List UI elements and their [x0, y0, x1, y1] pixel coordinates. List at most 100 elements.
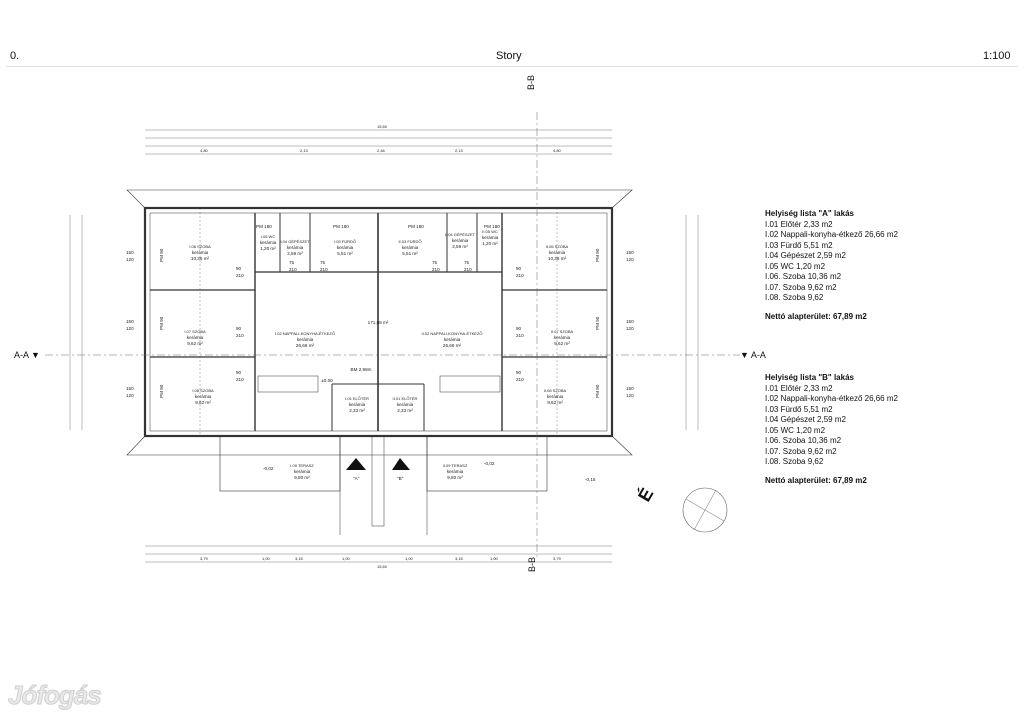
- room-list-b-title: Helyiség lista "B" lakás: [765, 373, 854, 382]
- svg-text:2,59 m²: 2,59 m²: [287, 251, 303, 256]
- door-label: 90: [236, 370, 242, 375]
- svg-text:9,62 m²: 9,62 m²: [547, 400, 563, 405]
- door-label: 210: [289, 267, 297, 272]
- room-list-row: I.02 Nappali-konyha-étkező 26,66 m2: [765, 230, 898, 239]
- room-list-a-title: Helyiség lista "A" lakás: [765, 209, 854, 218]
- dim-bottom-total: 15,60: [377, 564, 388, 569]
- room-list-b: Helyiség lista "B" lakás I.01 Előtér 2,3…: [765, 373, 898, 486]
- svg-text:2,33 m²: 2,33 m²: [397, 408, 413, 413]
- room-list-row: I.07. Szoba 9,62 m2: [765, 282, 837, 292]
- svg-text:kerámia: kerámia: [260, 240, 277, 245]
- door-label: 75: [320, 260, 326, 265]
- door-label: 75: [432, 260, 438, 265]
- dim-top-4: 2,13: [455, 148, 464, 153]
- dim-top-5: 4,80: [553, 148, 562, 153]
- svg-text:1,20 m²: 1,20 m²: [482, 241, 498, 246]
- svg-text:10,36 m²: 10,36 m²: [191, 256, 210, 261]
- window-label: 150: [126, 319, 134, 324]
- level-mark: -0,02: [484, 461, 495, 466]
- svg-text:kerámia: kerámia: [447, 469, 464, 474]
- svg-text:5,51 m²: 5,51 m²: [402, 251, 418, 256]
- svg-text:9,62 m²: 9,62 m²: [195, 400, 211, 405]
- svg-text:2,59 m²: 2,59 m²: [452, 244, 468, 249]
- svg-text:kerámia: kerámia: [192, 250, 209, 255]
- pm-label: PM 90: [595, 384, 600, 398]
- window-label: 150: [626, 250, 634, 255]
- window-label: 150: [626, 319, 634, 324]
- section-aa-right-label: A-A: [750, 350, 766, 360]
- window-label: 120: [126, 326, 134, 331]
- room-list-row: I.06. Szoba 10,36 m2: [765, 436, 842, 445]
- dim-bottom-6: 3,15: [455, 556, 464, 561]
- room-list-a: Helyiség lista "A" lakás I.01 Előtér 2,3…: [765, 209, 898, 322]
- svg-text:kerámia: kerámia: [287, 245, 304, 250]
- dim-top-2: 2,13: [300, 148, 309, 153]
- header-divider: [6, 66, 1018, 67]
- story-number: 0.: [10, 50, 20, 62]
- window-label: 120: [626, 257, 634, 262]
- svg-text:II.05 WC: II.05 WC: [482, 229, 498, 234]
- svg-text:kerámia: kerámia: [195, 394, 212, 399]
- svg-text:I.05 WC: I.05 WC: [261, 234, 276, 239]
- room-list-a-net: Nettó alapterület: 67,89 m2: [765, 311, 867, 321]
- level-mark: -0,15: [585, 477, 596, 482]
- svg-text:II.07 SZOBA: II.07 SZOBA: [551, 329, 574, 334]
- svg-text:10,36 m²: 10,36 m²: [548, 256, 567, 261]
- entry-a-label: "A": [353, 476, 360, 481]
- svg-text:9,80 m²: 9,80 m²: [447, 475, 463, 480]
- svg-text:II.09 TERASZ: II.09 TERASZ: [443, 463, 468, 468]
- section-bb-bottom: B-B: [527, 557, 537, 572]
- svg-text:26,66 m²: 26,66 m²: [443, 343, 462, 348]
- pm-label: PM 90: [159, 384, 164, 398]
- room-list-row: I.08. Szoba 9,62: [765, 293, 824, 302]
- svg-text:9,62 m²: 9,62 m²: [554, 341, 570, 346]
- story-title: Story: [496, 50, 522, 62]
- window-label: 120: [626, 393, 634, 398]
- svg-text:1,20 m²: 1,20 m²: [260, 246, 276, 251]
- room-list-row: I.03 Fürdő 5,51 m2: [765, 240, 833, 250]
- room-list-row: I.06. Szoba 10,36 m2: [765, 272, 842, 281]
- door-label: 90: [516, 326, 522, 331]
- svg-text:I.02 NAPPALI-KONYHA-ÉTKEZŐ: I.02 NAPPALI-KONYHA-ÉTKEZŐ: [275, 331, 335, 336]
- svg-text:kerámia: kerámia: [549, 250, 566, 255]
- north-label: É: [633, 484, 657, 505]
- svg-text:kerámia: kerámia: [297, 337, 314, 342]
- svg-text:I.04 GÉPÉSZET: I.04 GÉPÉSZET: [280, 239, 310, 244]
- svg-text:I.01 ELŐTÉR: I.01 ELŐTÉR: [345, 396, 369, 401]
- door-label: 210: [236, 273, 244, 278]
- door-label: 210: [516, 273, 524, 278]
- watermark-logo: Jófogás: [8, 680, 103, 711]
- door-label: 210: [320, 267, 328, 272]
- svg-text:I.03 FÜRDŐ: I.03 FÜRDŐ: [334, 239, 356, 244]
- dim-bottom-4: 1,00: [342, 556, 351, 561]
- entry-b-label: "B": [397, 476, 404, 481]
- svg-text:9,80 m²: 9,80 m²: [294, 475, 310, 480]
- dim-top-total: 15,60: [377, 124, 388, 129]
- room-list-row: I.08. Szoba 9,62: [765, 457, 824, 466]
- svg-text:II.08 SZOBA: II.08 SZOBA: [544, 388, 567, 393]
- pm-label: PM 180: [408, 224, 424, 229]
- pm-label: PM 90: [595, 248, 600, 262]
- dim-bottom-1: 3,79: [200, 556, 209, 561]
- room-list-row: I.04 Gépészet 2,59 m2: [765, 251, 846, 260]
- svg-text:kerámia: kerámia: [452, 238, 469, 243]
- dim-bottom-2: 1,00: [262, 556, 271, 561]
- svg-text:kerámia: kerámia: [482, 235, 499, 240]
- window-label: 120: [126, 393, 134, 398]
- room-list-row: I.02 Nappali-konyha-étkező 26,66 m2: [765, 394, 898, 403]
- svg-text:II.04 GÉPÉSZET: II.04 GÉPÉSZET: [445, 232, 476, 237]
- window-label: 150: [626, 386, 634, 391]
- total-area: 171,08 m²: [368, 320, 389, 325]
- door-label: 210: [516, 333, 524, 338]
- svg-text:9,62 m²: 9,62 m²: [187, 341, 203, 346]
